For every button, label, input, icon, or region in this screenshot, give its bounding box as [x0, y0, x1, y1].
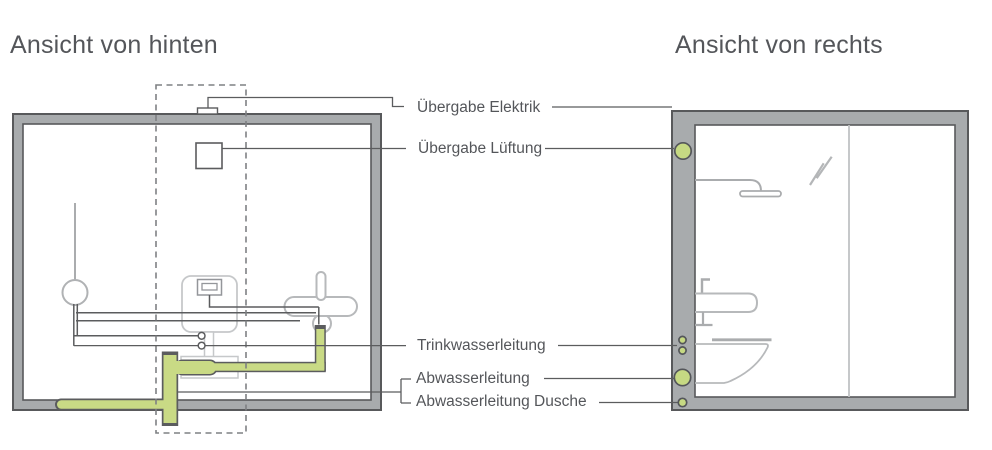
water-connection-2: [197, 341, 206, 350]
lueftung-connection-circle: [673, 141, 693, 161]
handover-connection-circles: [673, 141, 693, 408]
electric-handover-mark: [196, 107, 219, 115]
waste-water-pipes: [55, 325, 326, 426]
side-view-title: Ansicht von rechts: [675, 31, 883, 59]
basin-waste-pipe: [214, 363, 325, 371]
water-connection-points: [197, 331, 206, 350]
shower-head: [739, 190, 782, 198]
basin-drop-pipe: [316, 329, 325, 370]
side-room-interior: [694, 124, 956, 398]
basin-trap-side: [695, 312, 713, 327]
basin-faucet-side: [700, 278, 710, 293]
rear-view-title: Ansicht von hinten: [10, 31, 218, 59]
ventilation-handover-box: [195, 142, 223, 170]
flush-plate: [196, 278, 223, 296]
flush-plate-button: [201, 282, 218, 291]
label-abwasserleitung: Abwasserleitung: [416, 370, 530, 387]
drinking-water-pipes: [73, 295, 320, 346]
basin-faucet-rear: [315, 271, 327, 301]
leader-lines: [73, 96, 678, 404]
label-trinkwasserleitung: Trinkwasserleitung: [417, 337, 546, 354]
washbasin-side: [695, 292, 759, 313]
trinkwasser-connection-circle-1: [678, 335, 687, 345]
shower-drain-pipe: [57, 400, 172, 409]
label-uebergabe-elektrik: Übergabe Elektrik: [417, 99, 541, 116]
label-abwasserleitung-dusche: Abwasserleitung Dusche: [416, 393, 587, 410]
flush-supply-pipe: [208, 295, 320, 325]
side-view-fixtures: [695, 156, 833, 384]
label-uebergabe-lueftung: Übergabe Lüftung: [418, 140, 543, 157]
mirror-icon: [809, 156, 833, 186]
trinkwasser-connection-circle-2: [678, 346, 687, 355]
leader-elektrik-left: [207, 96, 404, 109]
abwasser-connection-circle: [673, 368, 692, 387]
toilet-bell-pipe: [170, 361, 216, 374]
shower-arm: [695, 179, 762, 192]
water-connection-1: [197, 331, 206, 340]
rear-room-interior: [22, 123, 372, 401]
leader-abwasser-bracket: [177, 378, 411, 404]
toilet-bowl-side: [695, 343, 769, 384]
installation-zone-dashed: [155, 84, 247, 434]
side-view-room: [671, 110, 969, 411]
abwasser-dusche-connection-circle: [677, 397, 688, 408]
shower-mixer-circle: [61, 279, 89, 306]
